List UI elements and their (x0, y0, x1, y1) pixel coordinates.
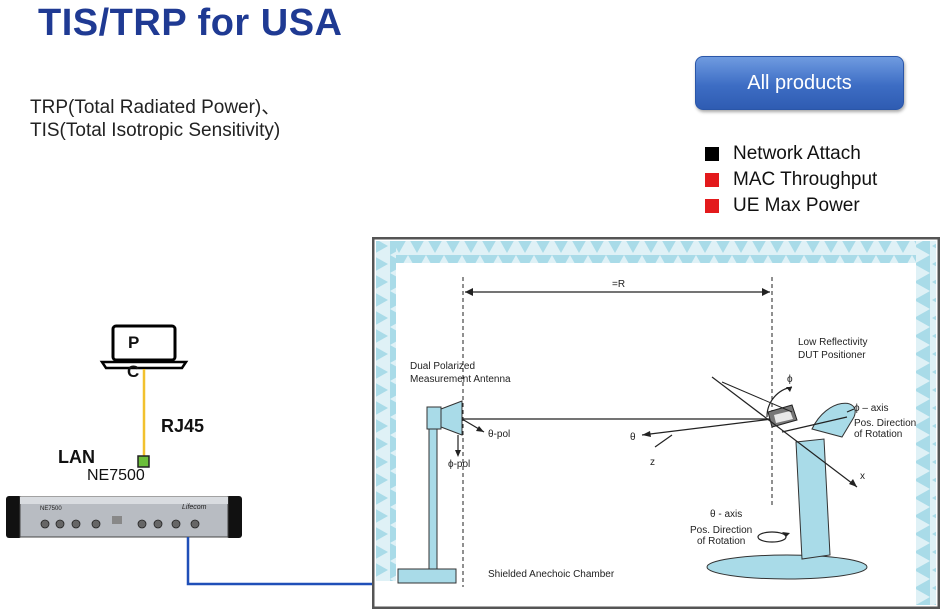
rf-cable (186, 537, 372, 586)
pc-label-bottom: C (127, 362, 140, 381)
positioner-label-2: DUT Positioner (798, 350, 866, 361)
anechoic-chamber-diagram: =R Dual Polarized Measurement Antenna θ-… (372, 237, 940, 609)
theta-pos-direction-1: Pos. Direction (690, 525, 752, 536)
legend-label: MAC Throughput (733, 169, 878, 190)
subtitle-trp: TRP(Total Radiated Power)、 (30, 97, 281, 118)
lan-label: LAN (58, 447, 95, 467)
phi-pos-direction-1: Pos. Direction (854, 418, 916, 429)
measurement-antenna (397, 400, 463, 584)
theta-axis-label: θ - axis (710, 509, 742, 520)
legend-label: Network Attach (733, 143, 861, 164)
lan-port-icon (137, 455, 150, 468)
laptop-icon (99, 324, 189, 370)
dut-positioner (706, 402, 868, 580)
antenna-label-2: Measurement Antenna (410, 374, 511, 385)
device-model-text: NE7500 (40, 506, 62, 512)
legend-swatch-red (705, 173, 719, 187)
phi-label: ϕ (787, 374, 793, 385)
positioner-label-1: Low Reflectivity (798, 337, 867, 348)
legend-item-network-attach: Network Attach (705, 143, 861, 165)
legend-label: UE Max Power (733, 195, 860, 216)
distance-label: =R (612, 279, 625, 290)
legend-swatch-black (705, 147, 719, 161)
device-brand-text: Lifecom (182, 504, 207, 511)
pc-label-top: P (128, 333, 140, 352)
theta-pos-direction-2: of Rotation (697, 536, 745, 547)
ne7500-device: NE7500 Lifecom (6, 496, 242, 538)
antenna-label-1: Dual Polarized (410, 361, 475, 372)
x-axis-label: x (860, 471, 865, 482)
all-products-button[interactable]: All products (695, 56, 904, 110)
theta-pol-label: θ-pol (488, 429, 510, 440)
phi-axis-label: ϕ – axis (854, 403, 889, 414)
theta-label: θ (630, 432, 636, 443)
z-axis-label: z (650, 457, 655, 468)
page-title: TIS/TRP for USA (38, 2, 343, 44)
legend-item-ue-max-power: UE Max Power (705, 195, 860, 217)
phi-pol-label: ϕ-pol (448, 459, 470, 470)
subtitle-tis: TIS(Total Isotropic Sensitivity) (30, 120, 281, 141)
legend-swatch-red (705, 199, 719, 213)
legend-item-mac-throughput: MAC Throughput (705, 169, 877, 191)
phi-pos-direction-2: of Rotation (854, 429, 902, 440)
device-label: NE7500 (87, 467, 145, 484)
rj45-label: RJ45 (161, 416, 205, 436)
chamber-floor-label: Shielded Anechoic Chamber (488, 569, 615, 580)
